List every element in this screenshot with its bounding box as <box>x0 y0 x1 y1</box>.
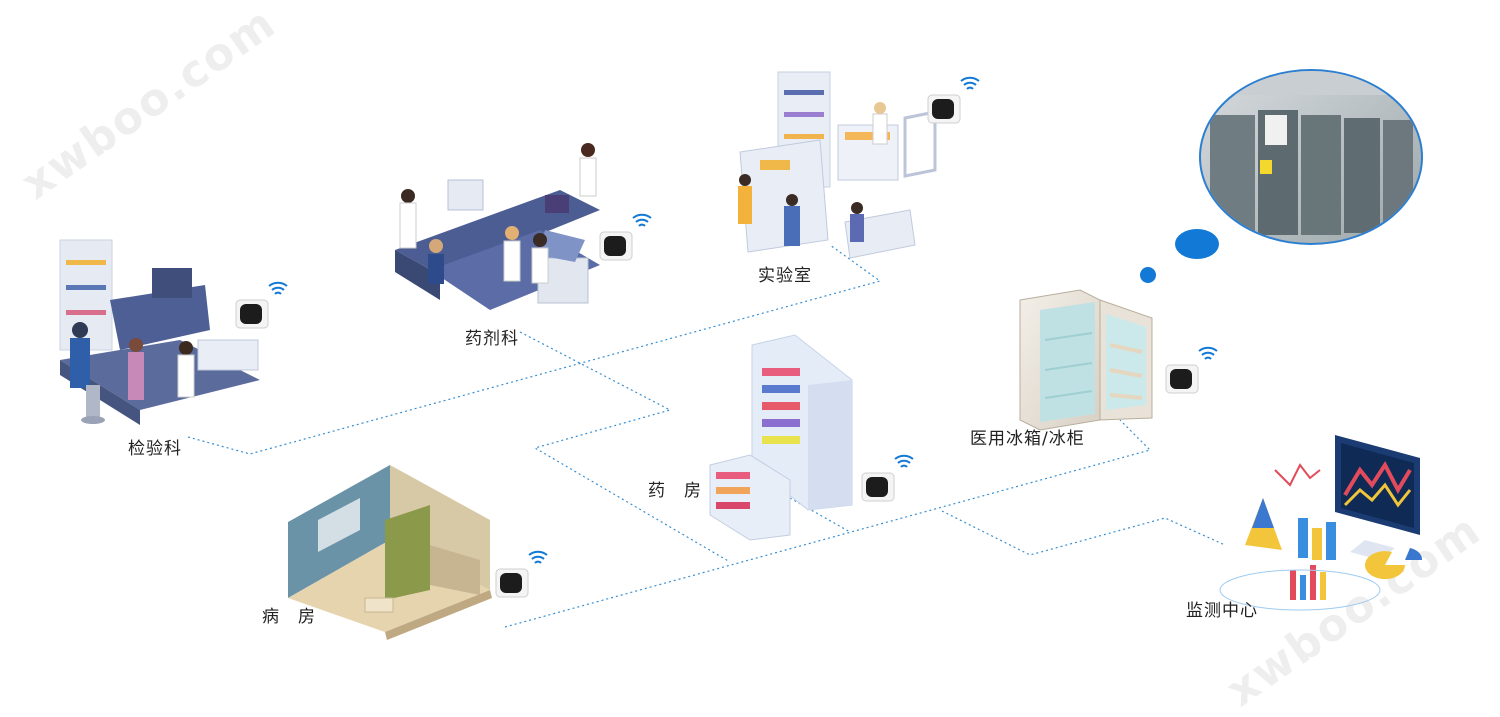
line-pharmacy-prep-to-pharmacy <box>519 331 731 563</box>
laboratory-scene <box>738 71 937 259</box>
label-pharmacy: 药 房 <box>648 481 702 501</box>
sensor-lab-test <box>235 281 288 329</box>
thought-bubble-medium <box>1175 229 1219 259</box>
sensor-pharmacy-prep <box>599 213 652 261</box>
label-pharmacy-prep: 药剂科 <box>465 329 519 349</box>
thought-bubble-small <box>1140 267 1156 283</box>
lab-test-scene <box>59 239 260 425</box>
line-lab-test-to-laboratory <box>187 244 882 455</box>
pharmacy-scene <box>709 334 853 541</box>
medical-fridge <box>1019 289 1153 431</box>
pharmacy-prep-scene <box>395 143 600 310</box>
label-lab-test: 检验科 <box>128 439 182 459</box>
ward-scene <box>288 465 492 640</box>
monitoring-center-scene <box>1219 435 1423 611</box>
line-trunk-to-monitor <box>941 510 1226 556</box>
wifi-icon <box>528 550 548 564</box>
label-laboratory: 实验室 <box>758 266 812 286</box>
label-monitor-center: 监测中心 <box>1186 601 1258 621</box>
sensor-medical-fridge <box>1165 346 1218 394</box>
label-ward: 病 房 <box>262 607 316 627</box>
wifi-icon <box>1198 346 1218 360</box>
wifi-icon <box>632 213 652 227</box>
label-medical-fridge: 医用冰箱/冰柜 <box>970 429 1085 449</box>
sensor-pharmacy <box>861 454 914 502</box>
wifi-icon <box>960 76 980 90</box>
sensor-ward <box>495 550 548 598</box>
wifi-icon <box>268 281 288 295</box>
fridge-room-photo <box>1199 69 1423 245</box>
sensor-laboratory <box>927 76 980 124</box>
wifi-icon <box>894 454 914 468</box>
